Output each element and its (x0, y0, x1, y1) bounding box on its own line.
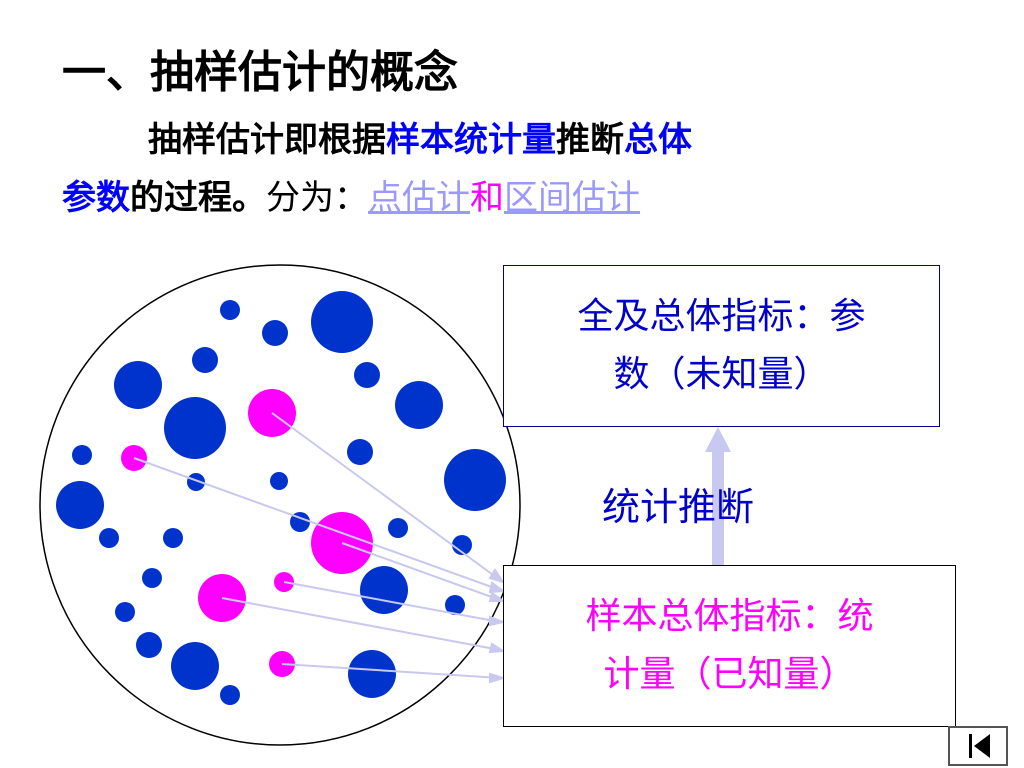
population-box-line-2: 数（未知量） (613, 354, 830, 395)
population-dot (262, 320, 288, 346)
population-dot (220, 685, 240, 705)
population-dot (354, 362, 380, 388)
sampling-arrow (283, 581, 501, 623)
definition-conjunction: 和 (470, 178, 504, 218)
population-dot (72, 445, 92, 465)
sample-box-line-2: 计量（已知量） (603, 654, 856, 695)
arrowhead (488, 642, 507, 654)
arrowhead (489, 672, 507, 684)
sampling-arrow (221, 597, 501, 651)
arrowhead (488, 568, 506, 584)
population-box-line-1: 全及总体指标：参 (577, 296, 866, 337)
sampling-arrow (281, 663, 501, 679)
population-dot (311, 291, 373, 353)
population-dot (192, 347, 218, 373)
definition-text-1: 抽样估计即根据 (148, 120, 386, 160)
population-dot (171, 642, 219, 690)
population-dot (270, 472, 288, 490)
inference-arrow (705, 427, 731, 568)
first-slide-icon (969, 734, 990, 758)
sampling-arrows (133, 412, 507, 684)
first-slide-button[interactable] (948, 726, 1008, 766)
population-dot (444, 449, 506, 511)
definition-line-2: 参数的过程。分为：点估计和区间估计 (62, 170, 640, 219)
arrowhead (488, 581, 506, 594)
population-dot (388, 518, 408, 538)
population-dot (395, 381, 443, 429)
slide-title: 一、抽样估计的概念 (62, 47, 458, 98)
arrowhead (489, 615, 507, 627)
population-dot (56, 481, 104, 529)
arrowhead (488, 591, 507, 602)
sample-box-line-1: 样本总体指标：统 (585, 596, 874, 637)
definition-text-3: 推断 (556, 120, 624, 160)
definition-parameter: 参数 (62, 178, 130, 218)
population-dot (99, 528, 119, 548)
population-dot (452, 535, 472, 555)
population-dot (142, 568, 162, 588)
sampling-arrow (271, 412, 501, 581)
definition-line-1: 抽样估计即根据样本统计量推断总体 (148, 112, 692, 161)
interval-estimation-link[interactable]: 区间估计 (504, 178, 640, 218)
population-dot (347, 439, 373, 465)
population-dot (163, 528, 183, 548)
sample-statistic-box: 样本总体指标：统 计量（已知量） (503, 565, 956, 727)
inference-arrow-head (705, 427, 731, 452)
population-dot (220, 300, 240, 320)
point-estimation-link[interactable]: 点估计 (368, 178, 470, 218)
population-dot (115, 602, 135, 622)
population-dot (187, 473, 205, 491)
population-dot (360, 566, 408, 614)
definition-divided-into: 分为： (266, 178, 368, 218)
population-dot (445, 595, 465, 615)
population-units (56, 291, 506, 705)
statistical-inference-label: 统计推断 (602, 485, 755, 529)
population-dot (114, 361, 162, 409)
sampling-arrow (133, 457, 501, 591)
definition-text-6: 的过程。 (130, 178, 266, 218)
population-dot (136, 632, 162, 658)
inference-arrow-shaft (712, 448, 724, 568)
population-parameter-box: 全及总体指标：参 数（未知量） (503, 265, 940, 427)
sampling-arrow (341, 542, 501, 601)
definition-population: 总体 (624, 120, 692, 160)
definition-sample-statistic: 样本统计量 (386, 120, 556, 160)
population-dot (348, 650, 396, 698)
population-dot (164, 397, 226, 459)
